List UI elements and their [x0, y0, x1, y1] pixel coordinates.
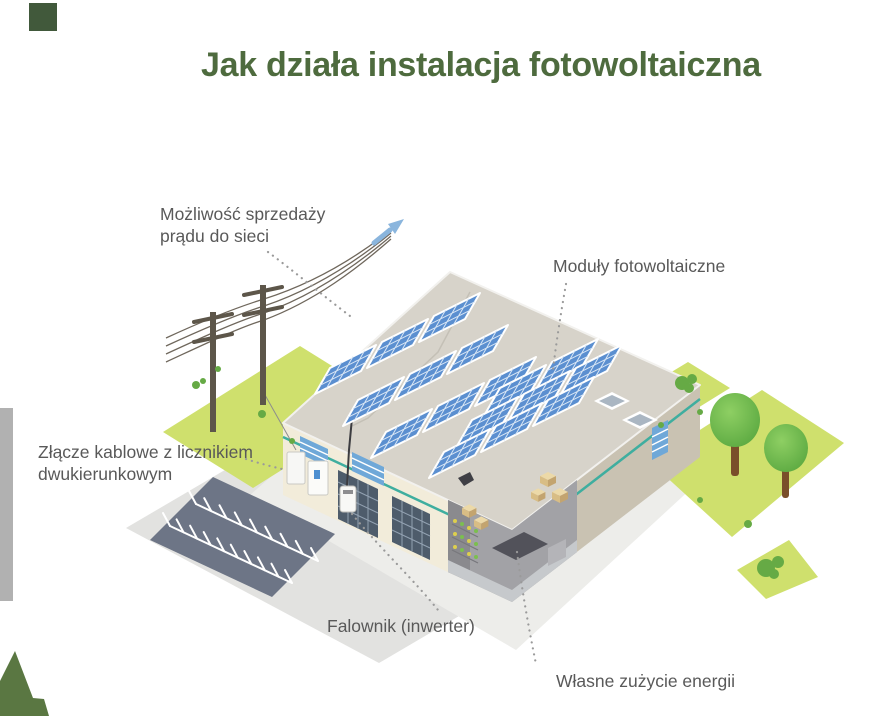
- leader-sell: [266, 250, 352, 318]
- solar-panel-array-left: [314, 292, 537, 459]
- label-grid-sale: Możliwość sprzedaży prądu do sieci: [160, 204, 326, 246]
- parking-lot: [150, 477, 335, 597]
- leader-modules: [551, 282, 568, 372]
- solar-panel-array-right: [428, 338, 623, 479]
- corner-mountain-logo: [0, 651, 49, 716]
- label-inverter: Falownik (inwerter): [327, 616, 475, 636]
- grass-patch-bush: [737, 540, 818, 599]
- bushes: [192, 366, 784, 579]
- power-lines: [165, 219, 404, 451]
- leader-consumption: [515, 550, 538, 666]
- label-own-consumption: Własne zużycie energii: [556, 671, 735, 691]
- dc-cable: [346, 417, 353, 487]
- window-striped: [299, 420, 669, 486]
- logo-square: [29, 3, 57, 31]
- interior-cutaway: [448, 472, 577, 602]
- leader-junction: [244, 457, 284, 471]
- shelf-rack: [451, 523, 479, 564]
- cardboard-boxes: [462, 472, 568, 530]
- ceiling-lamp: [458, 472, 474, 486]
- label-cable-junction: Złącze kablowe z licznikiem dwukierunkow…: [38, 442, 253, 484]
- power-pole: [192, 285, 284, 432]
- inverter-box: [339, 485, 357, 513]
- grid-export-arrow-icon: [371, 219, 404, 246]
- cable-junction-box: [286, 451, 329, 496]
- machine: [548, 539, 566, 566]
- page-title: Jak działa instalacja fotowoltaiczna: [201, 46, 761, 84]
- label-pv-modules: Moduły fotowoltaiczne: [553, 256, 726, 276]
- leader-lines: [244, 250, 568, 666]
- tree: [710, 393, 808, 498]
- leader-inverter: [350, 512, 440, 612]
- skylight: [594, 392, 658, 429]
- work-table: [492, 532, 548, 560]
- warehouse-building: [282, 271, 701, 602]
- side-accent-bar: [0, 408, 13, 601]
